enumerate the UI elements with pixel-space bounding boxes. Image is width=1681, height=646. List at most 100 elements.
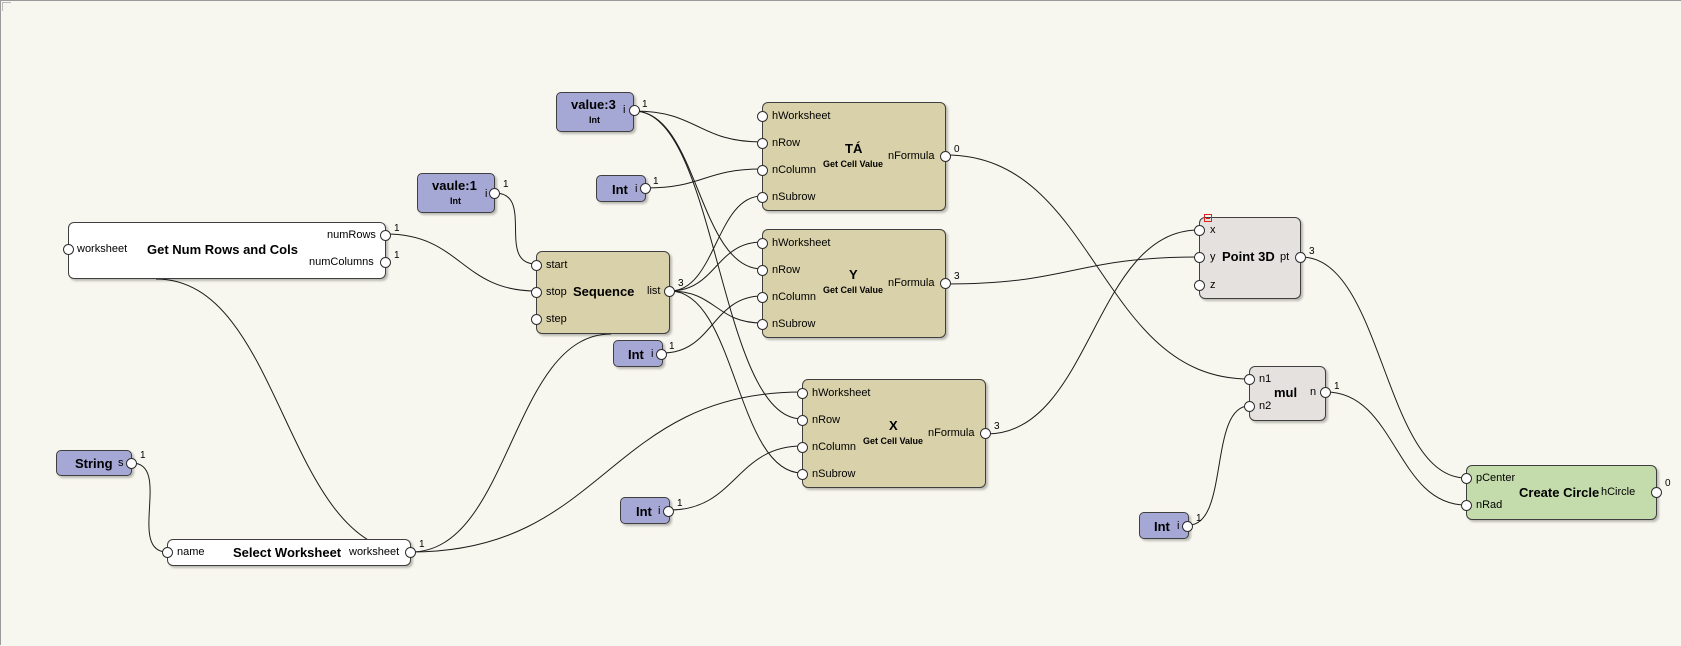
port-label-nrow: nRow (812, 414, 841, 426)
port-label-pcenter: pCenter (1476, 472, 1516, 484)
port-z-in[interactable] (1194, 280, 1205, 291)
port-label-pt: pt (1280, 251, 1290, 263)
wire-intb-y-ncolumn (662, 295, 763, 354)
port-numcolumns-out[interactable] (380, 257, 391, 268)
node-mul[interactable]: n1 n2 mul n (1244, 366, 1331, 421)
port-label-nsubrow: nSubrow (812, 468, 856, 480)
port-nformula-out[interactable] (940, 151, 951, 162)
port-i-out[interactable] (640, 183, 651, 194)
node-title: Int (612, 182, 628, 197)
wire-numrows-seq-stop (385, 233, 537, 292)
wire-string-selectws-name (131, 462, 168, 553)
node-title: Get Num Rows and Cols (147, 242, 298, 257)
port-ncolumn-in[interactable] (757, 292, 768, 303)
port-worksheet-out[interactable] (405, 547, 416, 558)
wire-value3-ta-nrow (633, 110, 763, 143)
port-label-n1: n1 (1259, 373, 1272, 385)
port-nrow-in[interactable] (757, 138, 768, 149)
port-s-out[interactable] (126, 458, 137, 469)
node-get-cell-value-y[interactable]: hWorksheet nRow nColumn nSubrow Y Get Ce… (757, 229, 951, 338)
port-n1-in[interactable] (1244, 374, 1255, 385)
port-ncolumn-in[interactable] (797, 442, 808, 453)
node-int-c[interactable]: Int i (620, 497, 674, 524)
node-int-d[interactable]: Int i (1139, 512, 1193, 539)
port-value-numrows: 1 (394, 223, 400, 234)
port-label-ncolumn: nColumn (772, 291, 817, 303)
node-title: mul (1274, 385, 1298, 400)
wire-point-circle-pcenter (1300, 256, 1467, 479)
port-i-out[interactable] (629, 105, 640, 116)
port-nrow-in[interactable] (797, 415, 808, 426)
node-title: Create Circle (1519, 485, 1600, 500)
port-label-nsubrow: nSubrow (772, 191, 816, 203)
port-hworksheet-in[interactable] (757, 238, 768, 249)
port-step-in[interactable] (531, 314, 542, 325)
wire-getnum-selectws (155, 278, 412, 553)
wire-inta-ta-ncolumn (645, 168, 763, 189)
port-value-i: 1 (669, 341, 675, 352)
port-nsubrow-in[interactable] (757, 319, 768, 330)
node-subtitle: Int (450, 196, 461, 206)
selection-marker-icon[interactable] (1204, 214, 1212, 222)
node-point-3d[interactable]: x y z Point 3D pt (1194, 217, 1306, 299)
port-name-in[interactable] (162, 547, 173, 558)
wire-y-point-y (945, 256, 1200, 285)
port-nsubrow-in[interactable] (757, 192, 768, 203)
node-string[interactable]: String s (56, 450, 137, 476)
port-label-hworksheet: hWorksheet (772, 110, 831, 122)
node-int-a[interactable]: Int i (596, 175, 651, 202)
port-label-i: i (623, 104, 626, 116)
port-hcircle-out[interactable] (1651, 487, 1662, 498)
port-hworksheet-in[interactable] (757, 111, 768, 122)
node-int-value-1[interactable]: vaule:1 Int i (417, 173, 500, 213)
port-label-name: name (177, 546, 205, 558)
port-pt-out[interactable] (1295, 252, 1306, 263)
port-label-numcolumns: numColumns (309, 256, 374, 268)
port-nrad-in[interactable] (1461, 500, 1472, 511)
port-i-out[interactable] (656, 349, 667, 360)
port-nsubrow-in[interactable] (797, 469, 808, 480)
port-y-in[interactable] (1194, 252, 1205, 263)
port-n-out[interactable] (1320, 387, 1331, 398)
port-ncolumn-in[interactable] (757, 165, 768, 176)
node-create-circle[interactable]: pCenter nRad Create Circle hCircle (1461, 465, 1662, 520)
port-value-worksheet: 1 (419, 539, 425, 550)
port-worksheet-in[interactable] (63, 244, 74, 255)
port-label-start: start (546, 259, 568, 271)
port-label-ncolumn: nColumn (812, 441, 857, 453)
port-stop-in[interactable] (531, 287, 542, 298)
node-title: X (889, 418, 898, 433)
node-int-b[interactable]: Int i (613, 340, 667, 367)
port-i-out[interactable] (663, 506, 674, 517)
port-numrows-out[interactable] (380, 230, 391, 241)
port-label-hworksheet: hWorksheet (812, 387, 871, 399)
port-nformula-out[interactable] (980, 428, 991, 439)
node-select-worksheet[interactable]: name Select Worksheet worksheet (162, 539, 416, 566)
port-x-in[interactable] (1194, 225, 1205, 236)
port-nrow-in[interactable] (757, 265, 768, 276)
node-get-cell-value-ta[interactable]: hWorksheet nRow nColumn nSubrow TÁ Get C… (757, 102, 951, 211)
port-hworksheet-in[interactable] (797, 388, 808, 399)
port-nformula-out[interactable] (940, 278, 951, 289)
node-title: TÁ (845, 141, 863, 156)
port-label-x: x (1210, 224, 1216, 236)
port-value-i: 1 (1196, 513, 1202, 524)
port-start-in[interactable] (531, 260, 542, 271)
node-int-value-3[interactable]: value:3 Int i (556, 92, 640, 132)
port-n2-in[interactable] (1244, 401, 1255, 412)
port-label-numrows: numRows (327, 229, 376, 241)
port-pcenter-in[interactable] (1461, 473, 1472, 484)
node-title: String (75, 456, 113, 471)
wire-intc-x-ncolumn (669, 445, 803, 511)
node-sequence[interactable]: start stop step Sequence list (531, 251, 675, 334)
port-i-out[interactable] (489, 188, 500, 199)
node-subtitle: Get Cell Value (823, 159, 884, 169)
port-i-out[interactable] (1182, 521, 1193, 532)
node-subtitle: Get Cell Value (823, 285, 884, 295)
port-value-n: 1 (1334, 381, 1340, 392)
port-label-nrow: nRow (772, 137, 801, 149)
node-get-cell-value-x[interactable]: hWorksheet nRow nColumn nSubrow X Get Ce… (797, 379, 991, 488)
port-label-list: list (647, 285, 661, 297)
node-get-num-rows-and-cols[interactable]: worksheet Get Num Rows and Cols numRows … (63, 222, 391, 279)
port-list-out[interactable] (664, 286, 675, 297)
